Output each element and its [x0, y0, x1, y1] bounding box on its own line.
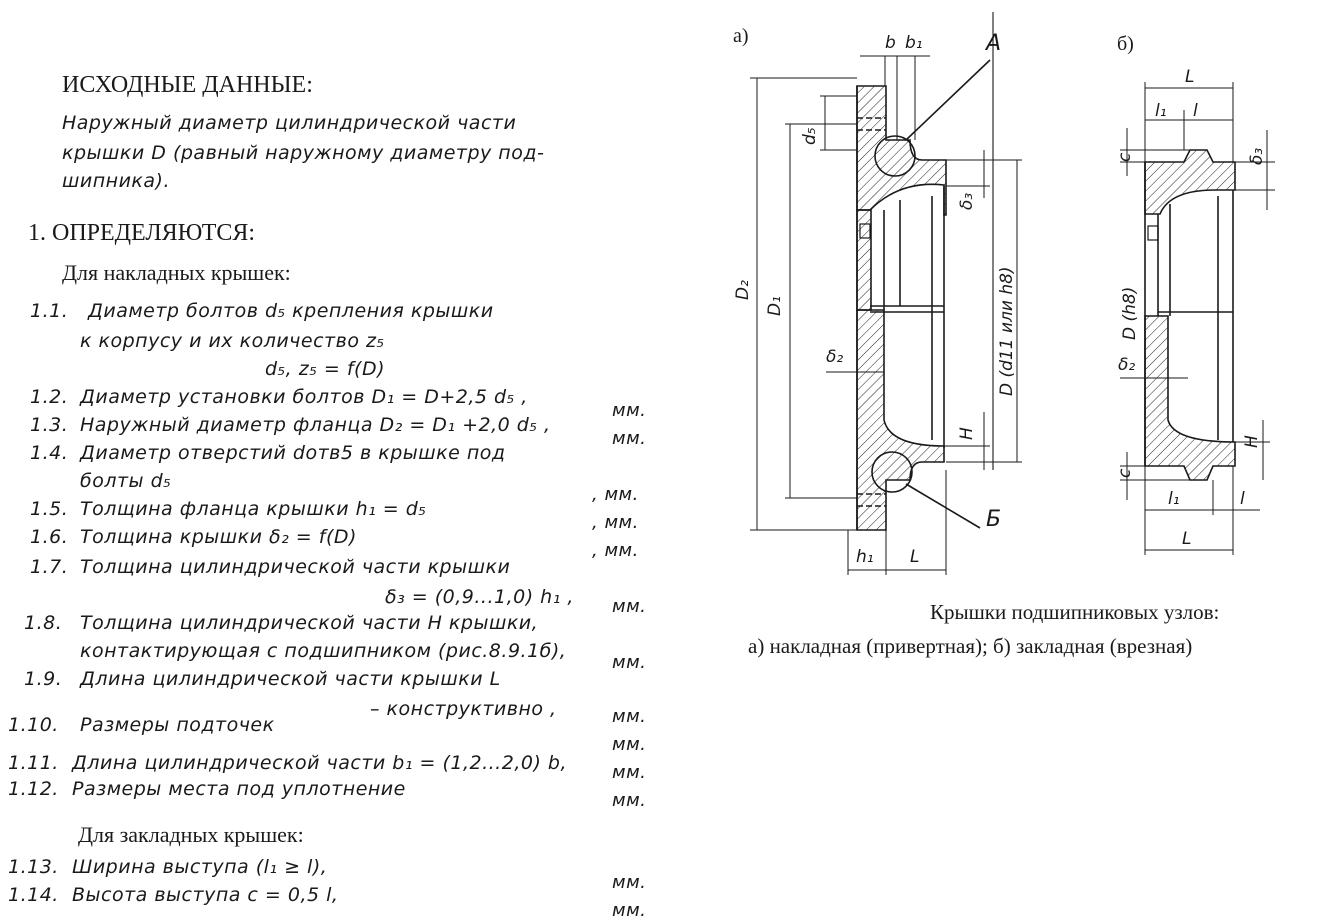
section-title: 1. ОПРЕДЕЛЯЮТСЯ:: [28, 220, 256, 246]
dim-D-overlay: D (d11 или h8): [997, 266, 1017, 396]
item-text: Диаметр установки болтов D₁ = D+2,5 d₅ ,: [80, 386, 528, 408]
item-unit: мм.: [612, 652, 647, 673]
item-text: Длина цилиндрической части крышки L: [80, 668, 501, 690]
dim-d5: d₅: [800, 127, 820, 145]
item-text: Толщина крышки δ₂ = f(D): [80, 526, 357, 548]
dim-delta2: δ₂: [826, 347, 843, 367]
dim-b1: b₁: [905, 33, 923, 53]
dim-l-bottom: l: [1240, 489, 1245, 509]
source-line-3: шипника).: [62, 170, 170, 192]
item-unit: мм.: [612, 596, 647, 617]
drawing-overlay-cover: [750, 12, 1022, 575]
item-text: болты d₅: [80, 470, 172, 492]
item-number: 1.4.: [30, 442, 69, 464]
item-number: 1.2.: [30, 386, 69, 408]
item-text: Длина цилиндрической части b₁ = (1,2...2…: [72, 752, 567, 774]
item-unit: мм.: [612, 400, 647, 421]
dim-c-bottom: c: [1115, 468, 1135, 478]
item-unit: мм.: [612, 900, 647, 921]
item-text: Толщина фланца крышки h₁ = d₅: [80, 498, 427, 520]
source-line-1: Наружный диаметр цилиндрической части: [62, 112, 517, 134]
item-unit: , мм.: [592, 484, 639, 505]
dim-l1-bottom: l₁: [1168, 489, 1180, 509]
item-unit: , мм.: [592, 512, 639, 533]
item-number: 1.12.: [8, 778, 59, 800]
item-formula: δ₃ = (0,9...1,0) h₁ ,: [385, 586, 574, 608]
figure-caption-title: Крышки подшипниковых узлов:: [930, 600, 1220, 624]
item-text: контактирующая с подшипником (рис.8.9.1б…: [80, 640, 567, 662]
subtitle-overlay: Для накладных крышек:: [62, 260, 291, 285]
item-number: 1.11.: [8, 752, 59, 774]
item-unit: мм.: [612, 762, 647, 783]
dim-L-top: L: [1185, 67, 1194, 87]
label-a: а): [733, 25, 749, 47]
source-line-2: крышки D (равный наружному диаметру под-: [62, 142, 545, 164]
item-text: Наружный диаметр фланца D₂ = D₁ +2,0 d₅ …: [80, 414, 551, 436]
dim-L: L: [910, 547, 919, 567]
mark-b: Б: [986, 507, 1001, 532]
dim-delta3: δ₃: [957, 193, 977, 210]
item-number: 1.6.: [30, 526, 69, 548]
item-unit: , мм.: [592, 540, 639, 561]
dim-b: b: [885, 33, 896, 53]
item-number: 1.13.: [8, 856, 59, 878]
dim-c-top: c: [1115, 152, 1135, 162]
dim-delta2-b: δ₂: [1118, 355, 1135, 375]
item-number: 1.7.: [30, 556, 69, 578]
dim-l1-top: l₁: [1155, 101, 1167, 121]
dim-l-top: l: [1193, 101, 1198, 121]
item-text: Толщина цилиндрической части H крышки,: [80, 612, 539, 634]
dim-h1: h₁: [856, 547, 874, 567]
figure-caption-types: а) накладная (привертная); б) закладная …: [748, 634, 1193, 658]
drawing-insert-cover: [1120, 82, 1275, 555]
item-text: – конструктивно ,: [370, 698, 557, 720]
item-number: 1.3.: [30, 414, 69, 436]
item-text: к корпусу и их количество z₅: [80, 330, 385, 352]
item-unit: мм.: [612, 706, 647, 727]
item-text: Размеры места под уплотнение: [72, 778, 406, 800]
item-number: 1.9.: [24, 668, 63, 690]
item-text: Высота выступа c = 0,5 l,: [72, 884, 339, 906]
item-number: 1.10.: [8, 714, 59, 736]
dim-D1: D₁: [765, 296, 785, 316]
item-formula: d₅, z₅ = f(D): [265, 358, 385, 380]
item-text: Ширина выступа (l₁ ≥ l),: [72, 856, 328, 878]
item-text: Размеры подточек: [80, 714, 275, 736]
source-header: ИСХОДНЫЕ ДАННЫЕ:: [62, 72, 313, 98]
dim-delta3-b: δ₃: [1247, 148, 1267, 165]
dim-D-insert: D (h8): [1120, 287, 1140, 340]
item-text: Диаметр отверстий dотв5 в крышке под: [80, 442, 506, 464]
dim-D2: D₂: [733, 280, 753, 300]
dim-H: H: [957, 427, 977, 440]
dim-H-b: H: [1242, 435, 1262, 448]
item-number: 1.8.: [24, 612, 63, 634]
mark-a: А: [984, 31, 1001, 56]
subtitle-insert: Для закладных крышек:: [78, 822, 304, 847]
item-unit: мм.: [612, 790, 647, 811]
item-unit: мм.: [612, 428, 647, 449]
item-number: 1.5.: [30, 498, 69, 520]
dim-L-bottom: L: [1182, 529, 1191, 549]
item-text: Диаметр болтов d₅ крепления крышки: [88, 300, 494, 322]
item-number: 1.14.: [8, 884, 59, 906]
item-unit: мм.: [612, 872, 647, 893]
item-number: 1.1.: [30, 300, 69, 322]
item-unit: мм.: [612, 734, 647, 755]
item-text: Толщина цилиндрической части крышки: [80, 556, 511, 578]
label-b: б): [1117, 33, 1134, 55]
